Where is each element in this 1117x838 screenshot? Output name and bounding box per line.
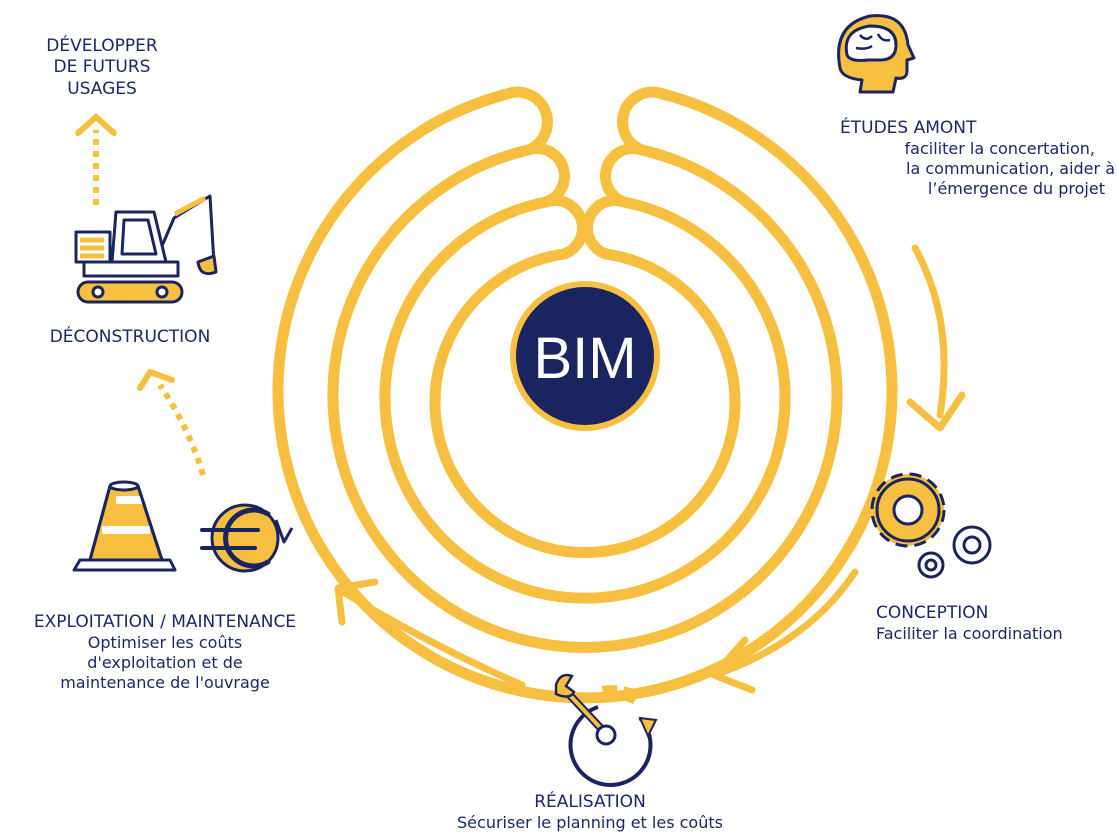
future-title-line2: DE FUTURS USAGES — [53, 57, 151, 99]
arrow-etudes-to-conception — [911, 244, 948, 419]
bim-center-label: BIM — [533, 326, 636, 391]
gears-icon — [870, 472, 992, 579]
ring-end-loops — [505, 86, 665, 260]
realisation-line1: Sécuriser le planning et les coûts — [457, 813, 723, 833]
arrow-etudes-to-conception-head — [906, 391, 966, 432]
loop-left-1 — [505, 86, 553, 156]
ring-3 — [379, 196, 791, 604]
exploitation-title: EXPLOITATION / MAINTENANCE — [33, 612, 297, 632]
ring-4 — [429, 248, 741, 558]
concentric-rings — [272, 88, 898, 704]
arrow-conception-to-realisation — [716, 568, 859, 677]
realisation-label: RÉALISATION Sécuriser le planning et les… — [440, 792, 740, 833]
future-title-line1: DÉVELOPPER — [46, 36, 158, 56]
ring-2 — [327, 144, 843, 653]
exploitation-line2: d'exploitation et de — [87, 653, 243, 673]
exploitation-line1: Optimiser les coûts — [87, 633, 243, 653]
realisation-title: RÉALISATION — [534, 792, 646, 812]
exploitation-label: EXPLOITATION / MAINTENANCE Optimiser les… — [15, 612, 315, 693]
exploitation-line3: maintenance de l'ouvrage — [60, 673, 270, 693]
cycle-arrows — [334, 244, 966, 694]
euro-icon — [200, 503, 294, 573]
deconstruction-title: DÉCONSTRUCTION — [49, 327, 211, 347]
arrow-conception-to-realisation-head — [710, 636, 756, 694]
traffic-cone-icon — [72, 480, 177, 572]
loop-left-2 — [526, 143, 570, 208]
etudes-line1: faciliter la concertation, — [904, 139, 1095, 159]
future-label: DÉVELOPPER DE FUTURS USAGES — [22, 36, 182, 100]
etudes-line2: la communication, aider à — [906, 159, 1115, 179]
loop-right-2 — [600, 143, 644, 208]
deconstruction-label: DÉCONSTRUCTION — [30, 327, 230, 348]
arrow-realisation-to-exploitation-head — [334, 578, 379, 626]
arrow-realisation-to-exploitation — [341, 589, 526, 689]
dotted-arrow-future-head — [75, 112, 117, 136]
conception-title: CONCEPTION — [876, 603, 989, 623]
brain-head-icon — [837, 14, 916, 94]
dotted-arrow-exploitation-to-deconstruction — [157, 383, 206, 476]
conception-label: CONCEPTION Faciliter la coordination — [876, 603, 1111, 644]
bim-center-circle — [510, 281, 660, 431]
dotted-arrow-exploitation-head — [137, 368, 175, 391]
conception-line1: Faciliter la coordination — [876, 624, 1063, 644]
etudes-label: ÉTUDES AMONT faciliter la concertation, … — [825, 118, 1115, 199]
excavator-icon — [74, 194, 218, 304]
stopwatch-wrench-icon — [554, 673, 658, 787]
loop-left-3 — [544, 195, 588, 260]
etudes-title: ÉTUDES AMONT — [840, 118, 977, 138]
etudes-line3: l’émergence du projet — [927, 179, 1105, 199]
loop-right-1 — [617, 86, 665, 156]
ring-1 — [272, 88, 898, 704]
dotted-arrows — [75, 112, 206, 476]
loop-right-3 — [582, 195, 626, 260]
